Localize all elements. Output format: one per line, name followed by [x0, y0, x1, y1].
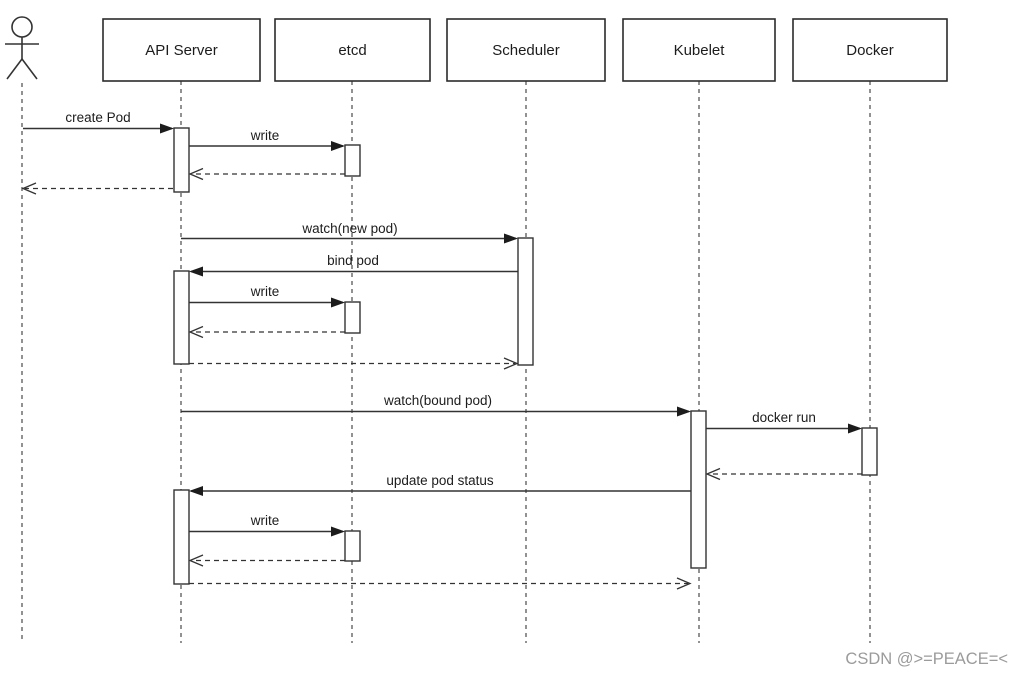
arrowhead-filled-icon: [160, 123, 174, 134]
arrowhead-filled-icon: [331, 141, 345, 151]
arrowhead-filled-icon: [189, 486, 203, 496]
message-label: write: [250, 128, 280, 143]
activation-scheduler: [517, 237, 534, 366]
participant-box: [446, 18, 606, 82]
activation-etcd-3: [344, 530, 361, 562]
reply-etcd-to-api-3: [188, 554, 345, 567]
message-write-2: write: [189, 284, 345, 308]
reply-api-to-actor: [21, 182, 173, 195]
activation-api-server-3: [173, 489, 190, 585]
message-create-pod: create Pod: [23, 110, 174, 134]
participant-label-docker: Docker: [846, 42, 894, 59]
arrowhead-filled-icon: [189, 266, 203, 277]
arrowhead-filled-icon: [677, 406, 691, 417]
activation-kubelet: [690, 410, 707, 569]
watermark: CSDN @>=PEACE=<: [845, 650, 1008, 668]
message-label: write: [250, 284, 280, 299]
participant-box: [792, 18, 948, 82]
participant-scheduler: Scheduler: [446, 18, 606, 82]
message-label: watch(bound pod): [383, 393, 492, 408]
actor-head: [11, 16, 33, 38]
reply-etcd-to-api-1: [188, 167, 345, 181]
arrowhead-open-icon: [188, 325, 204, 339]
arrowhead-open-icon: [705, 467, 721, 481]
message-write-1: write: [189, 128, 345, 151]
participant-label-scheduler: Scheduler: [492, 42, 560, 59]
message-update-pod-status: update pod status: [189, 473, 691, 496]
activation-docker: [861, 427, 878, 476]
message-label: create Pod: [65, 110, 130, 125]
arrowhead-open-icon: [503, 357, 519, 370]
arrowhead-open-icon: [188, 167, 204, 181]
participant-docker: Docker: [792, 18, 948, 82]
reply-api-to-kubelet: [189, 577, 692, 590]
participant-kubelet: Kubelet: [622, 18, 776, 82]
message-bind-pod: bind pod: [189, 253, 518, 277]
arrowhead-filled-icon: [331, 297, 345, 308]
participant-label-etcd: etcd: [338, 42, 366, 59]
activation-api-server-1: [173, 127, 190, 193]
message-watch-new-pod: watch(new pod): [181, 221, 518, 244]
reply-docker-to-kubelet: [705, 467, 862, 481]
message-write-3: write: [189, 513, 345, 537]
participant-etcd: etcd: [274, 18, 431, 82]
actor-figure: [5, 16, 39, 80]
lifelines: [21, 81, 871, 643]
arrowhead-open-icon: [21, 182, 37, 195]
participant-box: [622, 18, 776, 82]
message-label: watch(new pod): [301, 221, 397, 236]
activation-api-server-2: [173, 270, 190, 365]
reply-etcd-to-api-2: [188, 325, 345, 339]
message-watch-bound-pod: watch(bound pod): [181, 393, 691, 417]
activation-etcd-2: [344, 301, 361, 334]
participant-api-server: API Server: [102, 18, 261, 82]
arrowhead-open-icon: [676, 577, 692, 590]
participant-box: [102, 18, 261, 82]
activation-bars: [173, 127, 878, 585]
message-label: write: [250, 513, 280, 528]
arrowhead-filled-icon: [504, 233, 518, 244]
actor-leg-left: [6, 58, 23, 80]
message-label: bind pod: [327, 253, 379, 268]
participant-label-api-server: API Server: [145, 42, 218, 59]
arrowhead-filled-icon: [848, 423, 862, 434]
message-label: update pod status: [386, 473, 494, 488]
participant-box: [274, 18, 431, 82]
activation-etcd-1: [344, 144, 361, 177]
reply-api-to-scheduler: [189, 357, 519, 370]
arrowhead-filled-icon: [331, 526, 345, 537]
message-label: docker run: [752, 410, 816, 425]
participant-label-kubelet: Kubelet: [674, 42, 726, 59]
arrowhead-open-icon: [188, 554, 204, 567]
participant-boxes: API Server etcd Scheduler Kubelet Docker: [102, 18, 948, 82]
message-docker-run: docker run: [706, 410, 862, 434]
actor-leg-right: [21, 58, 38, 80]
messages: create Pod write watch(new pod): [21, 110, 862, 590]
